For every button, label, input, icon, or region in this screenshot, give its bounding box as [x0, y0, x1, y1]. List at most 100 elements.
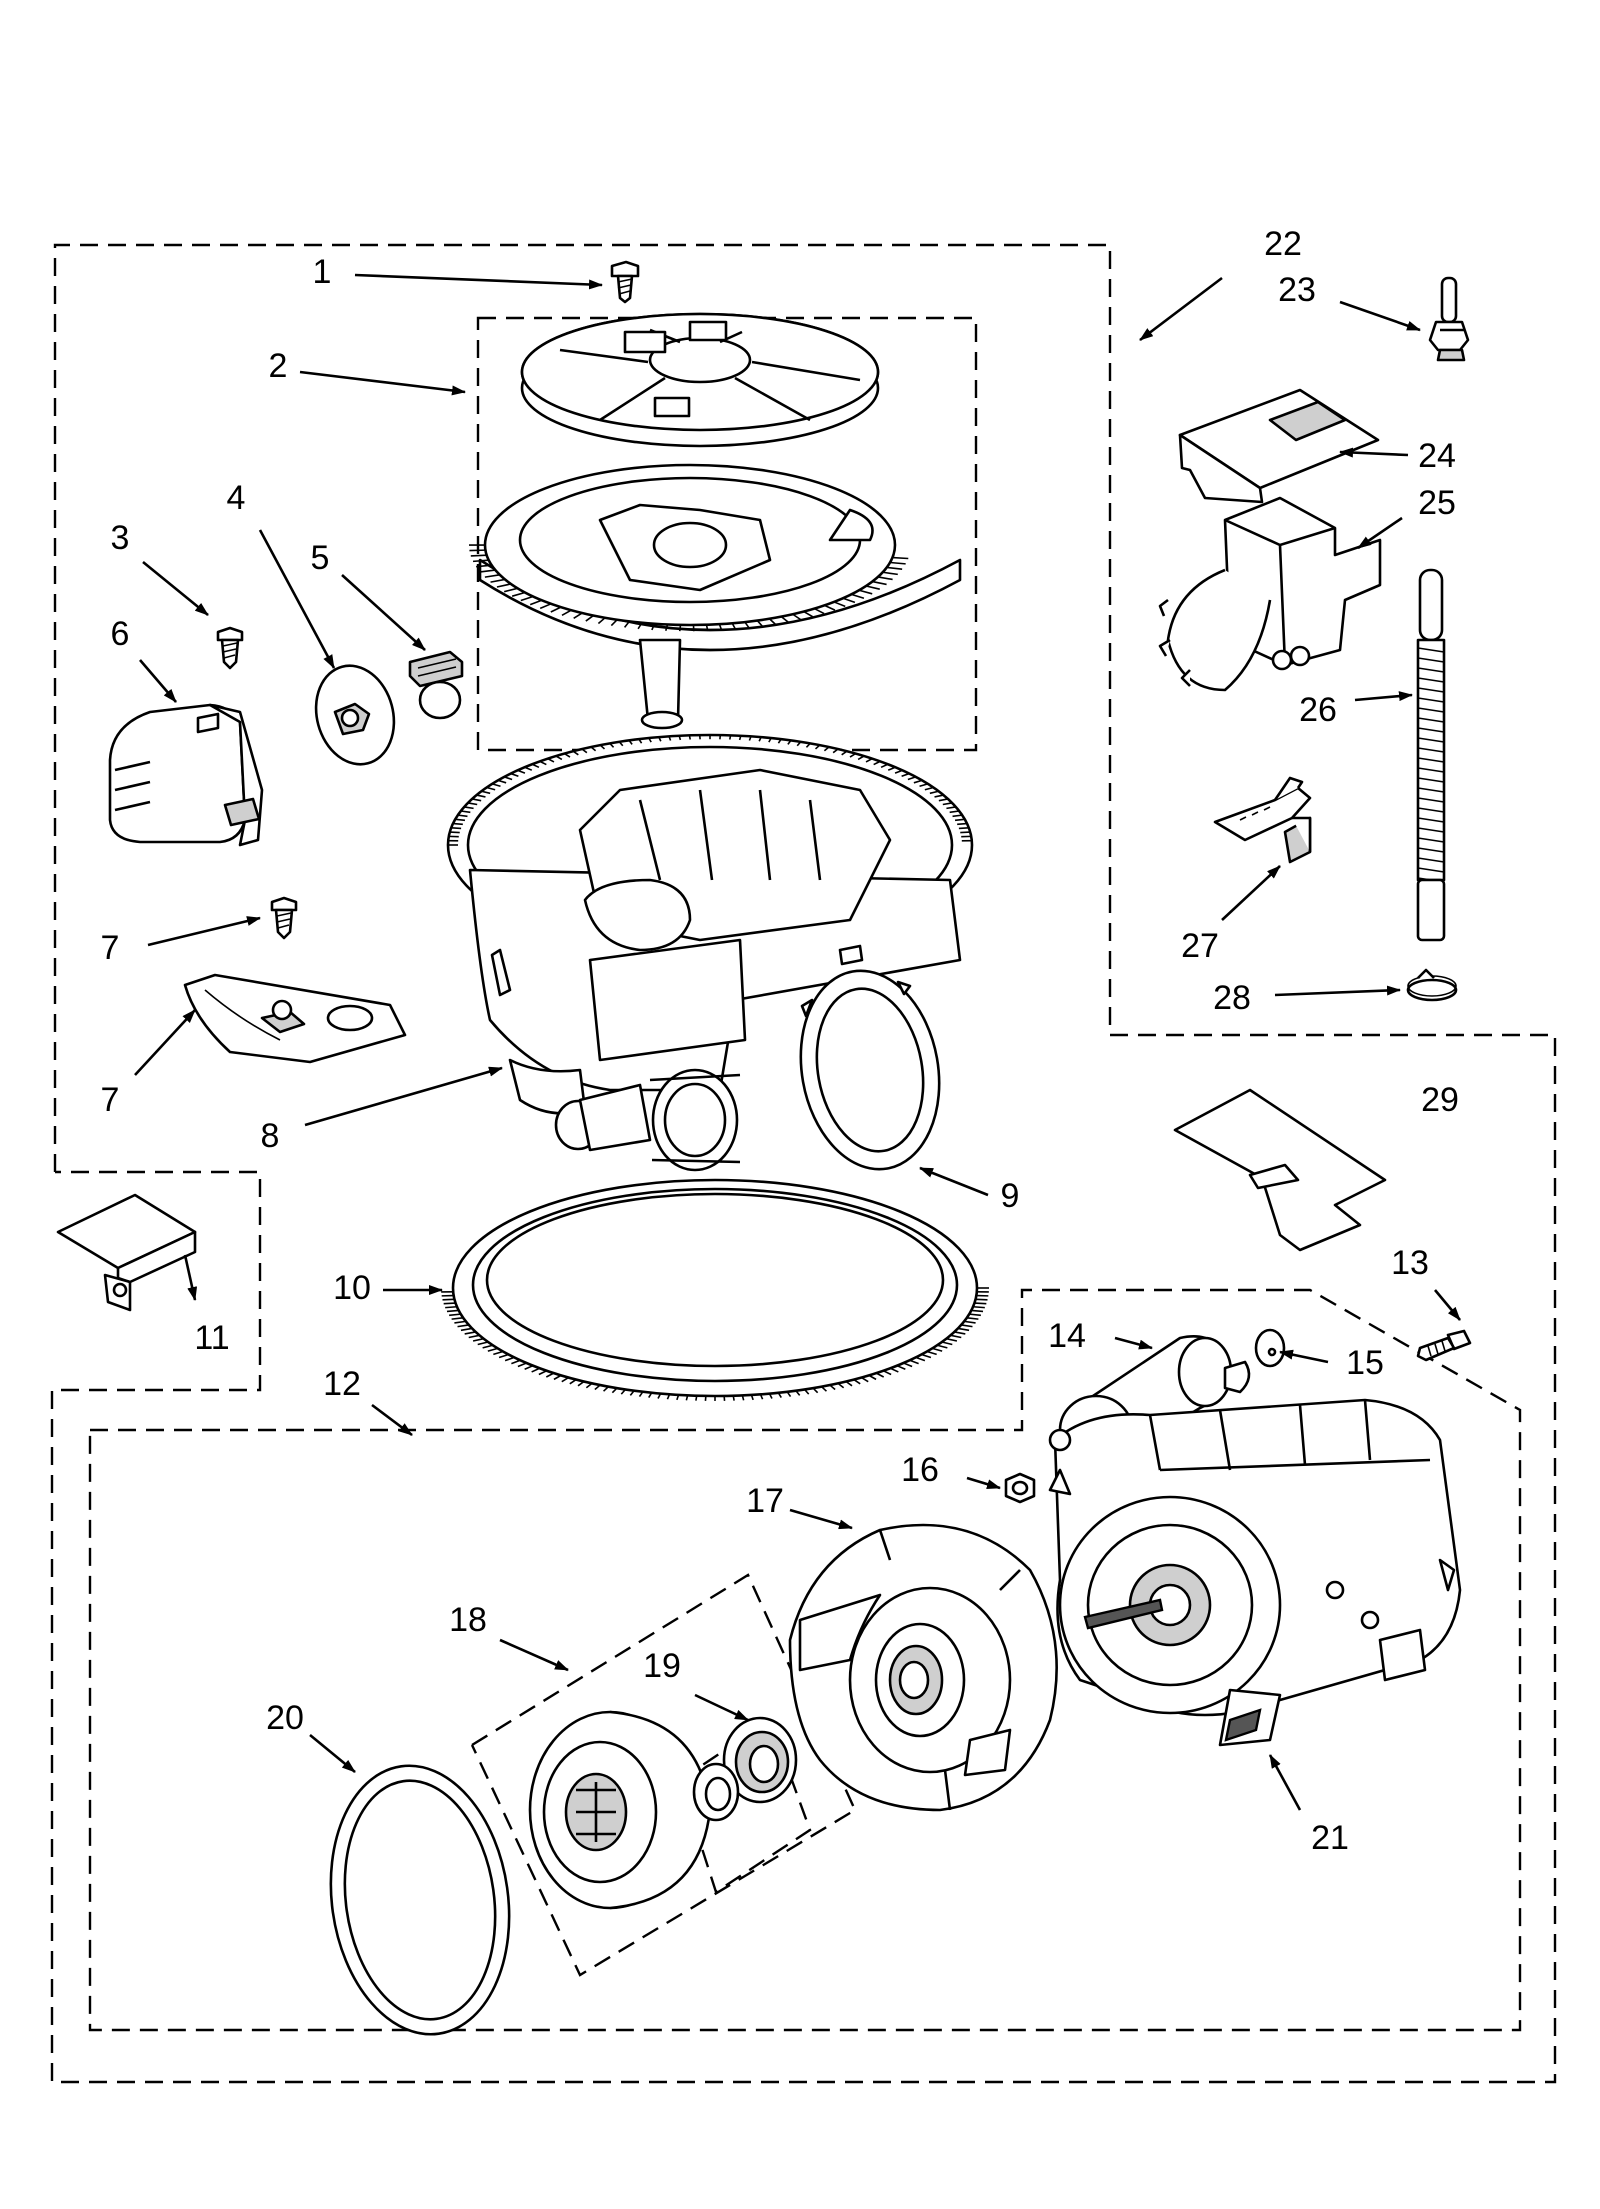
sheet-part-2[interactable]	[1173, 1088, 1387, 1252]
gear-tooth	[858, 589, 873, 595]
gear-tooth	[741, 1395, 745, 1401]
gear-tooth	[470, 554, 487, 557]
pump-housing-part-18[interactable]	[788, 1523, 1058, 1812]
gear-tooth	[460, 1327, 473, 1332]
gear-tooth	[620, 1388, 626, 1395]
gear-tooth	[471, 798, 482, 802]
gear-tooth	[467, 802, 478, 806]
hose-ring	[1417, 677, 1445, 683]
gear-tooth	[889, 1367, 899, 1373]
gear-tooth	[759, 1394, 764, 1400]
gear-tooth	[658, 736, 662, 742]
plate-part-29[interactable]	[56, 1193, 197, 1312]
callout-20: 21	[1311, 1819, 1349, 1857]
pump-motor-part-20[interactable]	[1048, 1398, 1462, 1747]
gear-tooth	[503, 587, 518, 593]
gear-tooth	[966, 1316, 979, 1320]
gear-tooth	[805, 742, 811, 748]
gear-tooth	[538, 1370, 547, 1376]
ring-gasket-part-21[interactable]	[314, 1754, 526, 2046]
spray-arm-gear-part-1[interactable]	[468, 463, 962, 730]
gear-tooth	[657, 1393, 662, 1399]
float-switch-part-15[interactable]	[1213, 776, 1312, 864]
gear-tooth	[865, 757, 873, 763]
impeller-part-22[interactable]	[528, 1710, 712, 1910]
gear-tooth	[610, 619, 618, 627]
gear-tooth	[503, 776, 513, 781]
gear-tooth	[477, 1341, 489, 1346]
gear-tooth	[664, 624, 669, 631]
gear-tooth	[545, 1372, 555, 1378]
callout-21: 20	[266, 1699, 304, 1737]
gear-tooth	[946, 806, 956, 810]
nut-part-16[interactable]	[1004, 1472, 1036, 1504]
gear-tooth	[952, 814, 963, 818]
screw-part-3[interactable]	[610, 260, 640, 304]
gear-tooth	[824, 604, 836, 611]
cover-part-28[interactable]	[1178, 388, 1380, 504]
gear-tooth	[511, 1359, 521, 1365]
screw-part-11[interactable]	[1416, 1329, 1472, 1362]
gear-tooth	[553, 1374, 562, 1381]
screw-part-7-upper[interactable]	[216, 626, 244, 670]
gear-tooth	[950, 1334, 962, 1339]
gear-tooth	[550, 606, 562, 613]
gear-tooth	[668, 736, 672, 741]
gear-tooth	[926, 1350, 937, 1356]
gear-tooth	[786, 1391, 792, 1398]
gear-tooth	[472, 1337, 484, 1342]
gear-tooth	[446, 1309, 459, 1313]
gear-tooth	[498, 1353, 509, 1359]
gear-tooth	[841, 750, 848, 756]
hose-part-19[interactable]	[1416, 568, 1446, 942]
gear-tooth	[748, 736, 752, 741]
gear-tooth	[688, 735, 692, 740]
gasket-part-12[interactable]	[786, 960, 955, 1181]
spray-arm-top-part-1[interactable]	[520, 312, 880, 448]
housing-part-8[interactable]	[108, 703, 264, 847]
gear-tooth	[629, 1390, 635, 1396]
gear-tooth	[903, 1362, 913, 1368]
gear-tooth	[919, 783, 929, 787]
filter-disc-part-6[interactable]	[305, 657, 404, 773]
gear-tooth	[493, 1350, 504, 1356]
toothed-ring-part-13[interactable]	[441, 1178, 989, 1401]
gear-tooth	[539, 603, 552, 610]
gear-tooth	[868, 1374, 877, 1381]
gear-tooth	[971, 1309, 984, 1313]
diverter-motor-part-17[interactable]	[1158, 496, 1382, 692]
sump-part-4[interactable]	[446, 733, 974, 1172]
gear-tooth	[637, 622, 643, 630]
gear-tooth	[481, 790, 491, 795]
hose-ring	[1417, 847, 1445, 853]
screw-part-7-lower[interactable]	[270, 896, 298, 940]
hose-ring	[1417, 697, 1445, 703]
gear-tooth	[561, 1376, 569, 1383]
hose-ring	[1417, 727, 1445, 733]
gear-tooth	[829, 1384, 836, 1391]
gear-tooth	[907, 776, 917, 781]
clamp-part-24[interactable]	[1406, 968, 1458, 1002]
gear-tooth	[877, 576, 893, 581]
bracket-part-9[interactable]	[183, 973, 407, 1064]
gear-tooth	[972, 1305, 985, 1309]
gear-tooth	[853, 1378, 861, 1385]
callout-29: 11	[194, 1319, 229, 1357]
gear-tooth	[873, 760, 881, 766]
gear-tooth	[648, 737, 652, 743]
gear-tooth	[529, 599, 543, 606]
gear-tooth	[938, 798, 949, 802]
hose-ring	[1417, 767, 1445, 773]
gear-tooth	[517, 1362, 527, 1368]
gear-tooth	[731, 622, 737, 630]
clip-part-5[interactable]	[408, 650, 464, 720]
callout-12: 9	[1001, 1177, 1020, 1215]
connector-part-25[interactable]	[1428, 276, 1470, 362]
hose-ring	[1417, 687, 1445, 693]
gear-tooth	[531, 1367, 541, 1373]
washer-part-27[interactable]	[1254, 1328, 1286, 1368]
gear-tooth	[833, 601, 846, 608]
seal-part-23[interactable]	[692, 1716, 798, 1822]
pump-assembly-outline	[88, 1288, 1522, 2032]
callout-2: 29	[1421, 1081, 1459, 1119]
